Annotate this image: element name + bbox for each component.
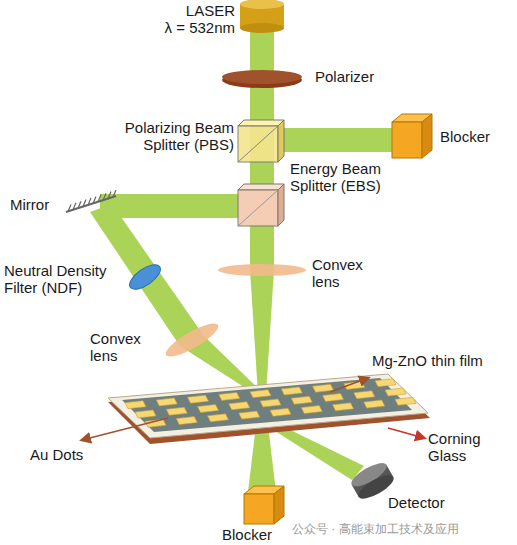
part-label: Corning Glass — [428, 430, 508, 464]
part-label: LASER — [150, 2, 235, 19]
part-label: Au Dots — [30, 446, 90, 463]
part-label: Convex lens — [312, 256, 372, 290]
watermark: 公众号 · 高能束加工技术及应用 — [292, 522, 459, 536]
part-label: Polarizer — [315, 68, 374, 85]
part-label: Energy Beam Splitter (EBS) — [290, 160, 410, 194]
part-label: Detector — [388, 494, 445, 511]
part-label: Mirror — [10, 196, 49, 213]
part-label: Neutral Density Filter (NDF) — [4, 262, 126, 296]
part-label: Blocker — [440, 128, 490, 145]
part-label: Blocker — [222, 526, 272, 543]
part-label: λ = 532nm — [140, 19, 235, 36]
part-label: Mg-ZnO thin film — [372, 352, 502, 369]
part-label: Convex lens — [90, 330, 150, 364]
part-label: Polarizing Beam Splitter (PBS) — [96, 119, 234, 153]
